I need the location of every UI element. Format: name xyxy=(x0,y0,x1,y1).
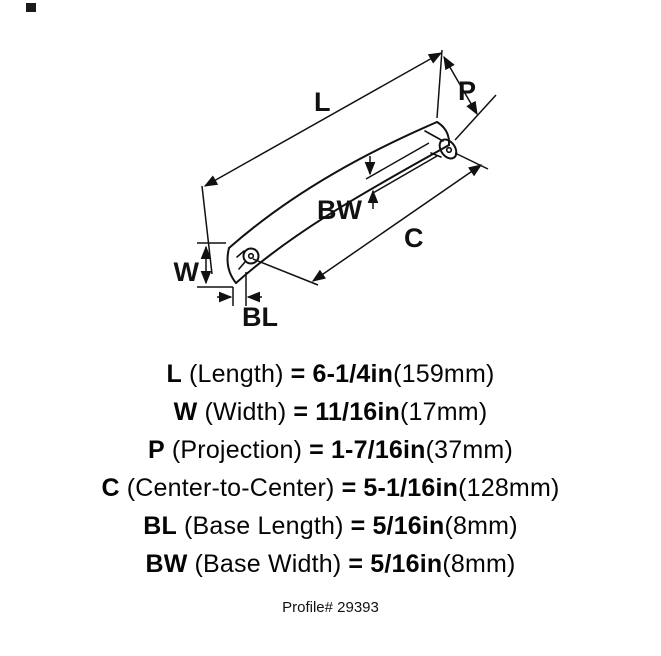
spec-name: (Base Length) xyxy=(183,512,344,540)
right-post-face xyxy=(438,138,458,160)
spec-metric: (128mm) xyxy=(458,474,560,502)
spec-value: 5/16in xyxy=(370,550,443,578)
spec-list: L (Length) = 6-1/4in (159mm) W (Width) =… xyxy=(0,360,661,579)
dim-label-w: W xyxy=(174,257,200,287)
left-post-face xyxy=(242,247,260,265)
right-screw-hole xyxy=(445,146,453,154)
spec-equals: = xyxy=(341,474,357,502)
spec-row-length: L (Length) = 6-1/4in (159mm) xyxy=(166,360,494,389)
spec-value: 6-1/4in xyxy=(312,360,394,388)
spec-abbr: BW xyxy=(145,550,188,578)
spec-row-base-length: BL (Base Length) = 5/16in (8mm) xyxy=(143,512,518,541)
dim-projection xyxy=(443,55,497,141)
left-post-sides xyxy=(236,250,246,270)
spec-equals: = xyxy=(348,550,364,578)
spec-value: 5/16in xyxy=(372,512,445,540)
spec-metric: (8mm) xyxy=(444,512,518,540)
dim-center-to-center xyxy=(252,152,489,286)
dim-label-p: P xyxy=(458,76,476,106)
spec-metric: (37mm) xyxy=(425,436,513,464)
spec-row-width: W (Width) = 11/16in (17mm) xyxy=(174,398,488,427)
spec-abbr: W xyxy=(173,398,198,426)
spec-name: (Length) xyxy=(188,360,284,388)
spec-row-center-to-center: C (Center-to-Center) = 5-1/16in (128mm) xyxy=(101,474,559,503)
handle-left-end-face xyxy=(226,247,237,284)
spec-metric: (159mm) xyxy=(393,360,495,388)
dim-base-length xyxy=(217,272,262,306)
spec-equals: = xyxy=(350,512,366,540)
handle-dimension-diagram: L P C BW W xyxy=(174,49,497,332)
spec-name: (Center-to-Center) xyxy=(126,474,335,502)
spec-abbr: BL xyxy=(143,512,177,540)
corner-mark xyxy=(26,3,36,12)
dim-base-width xyxy=(364,142,438,209)
spec-equals: = xyxy=(293,398,309,426)
profile-number: Profile# 29393 xyxy=(282,599,379,616)
spec-row-base-width: BW (Base Width) = 5/16in (8mm) xyxy=(145,550,515,579)
spec-value: 5-1/16in xyxy=(363,474,459,502)
dim-label-c: C xyxy=(404,223,424,253)
dim-label-bw: BW xyxy=(317,195,362,225)
spec-row-projection: P (Projection) = 1-7/16in (37mm) xyxy=(148,436,513,465)
dim-label-bl: BL xyxy=(242,302,278,332)
spec-metric: (17mm) xyxy=(400,398,488,426)
left-screw-hole xyxy=(247,252,255,260)
spec-equals: = xyxy=(290,360,306,388)
spec-value: 1-7/16in xyxy=(330,436,426,464)
spec-value: 11/16in xyxy=(315,398,401,426)
spec-name: (Width) xyxy=(204,398,287,426)
spec-name: (Projection) xyxy=(171,436,303,464)
spec-abbr: P xyxy=(148,436,165,464)
spec-name: (Base Width) xyxy=(194,550,342,578)
dim-label-l: L xyxy=(314,87,331,117)
dim-width xyxy=(197,242,233,288)
spec-abbr: L xyxy=(166,360,182,388)
spec-metric: (8mm) xyxy=(442,550,516,578)
spec-equals: = xyxy=(309,436,324,464)
spec-abbr: C xyxy=(101,474,120,502)
